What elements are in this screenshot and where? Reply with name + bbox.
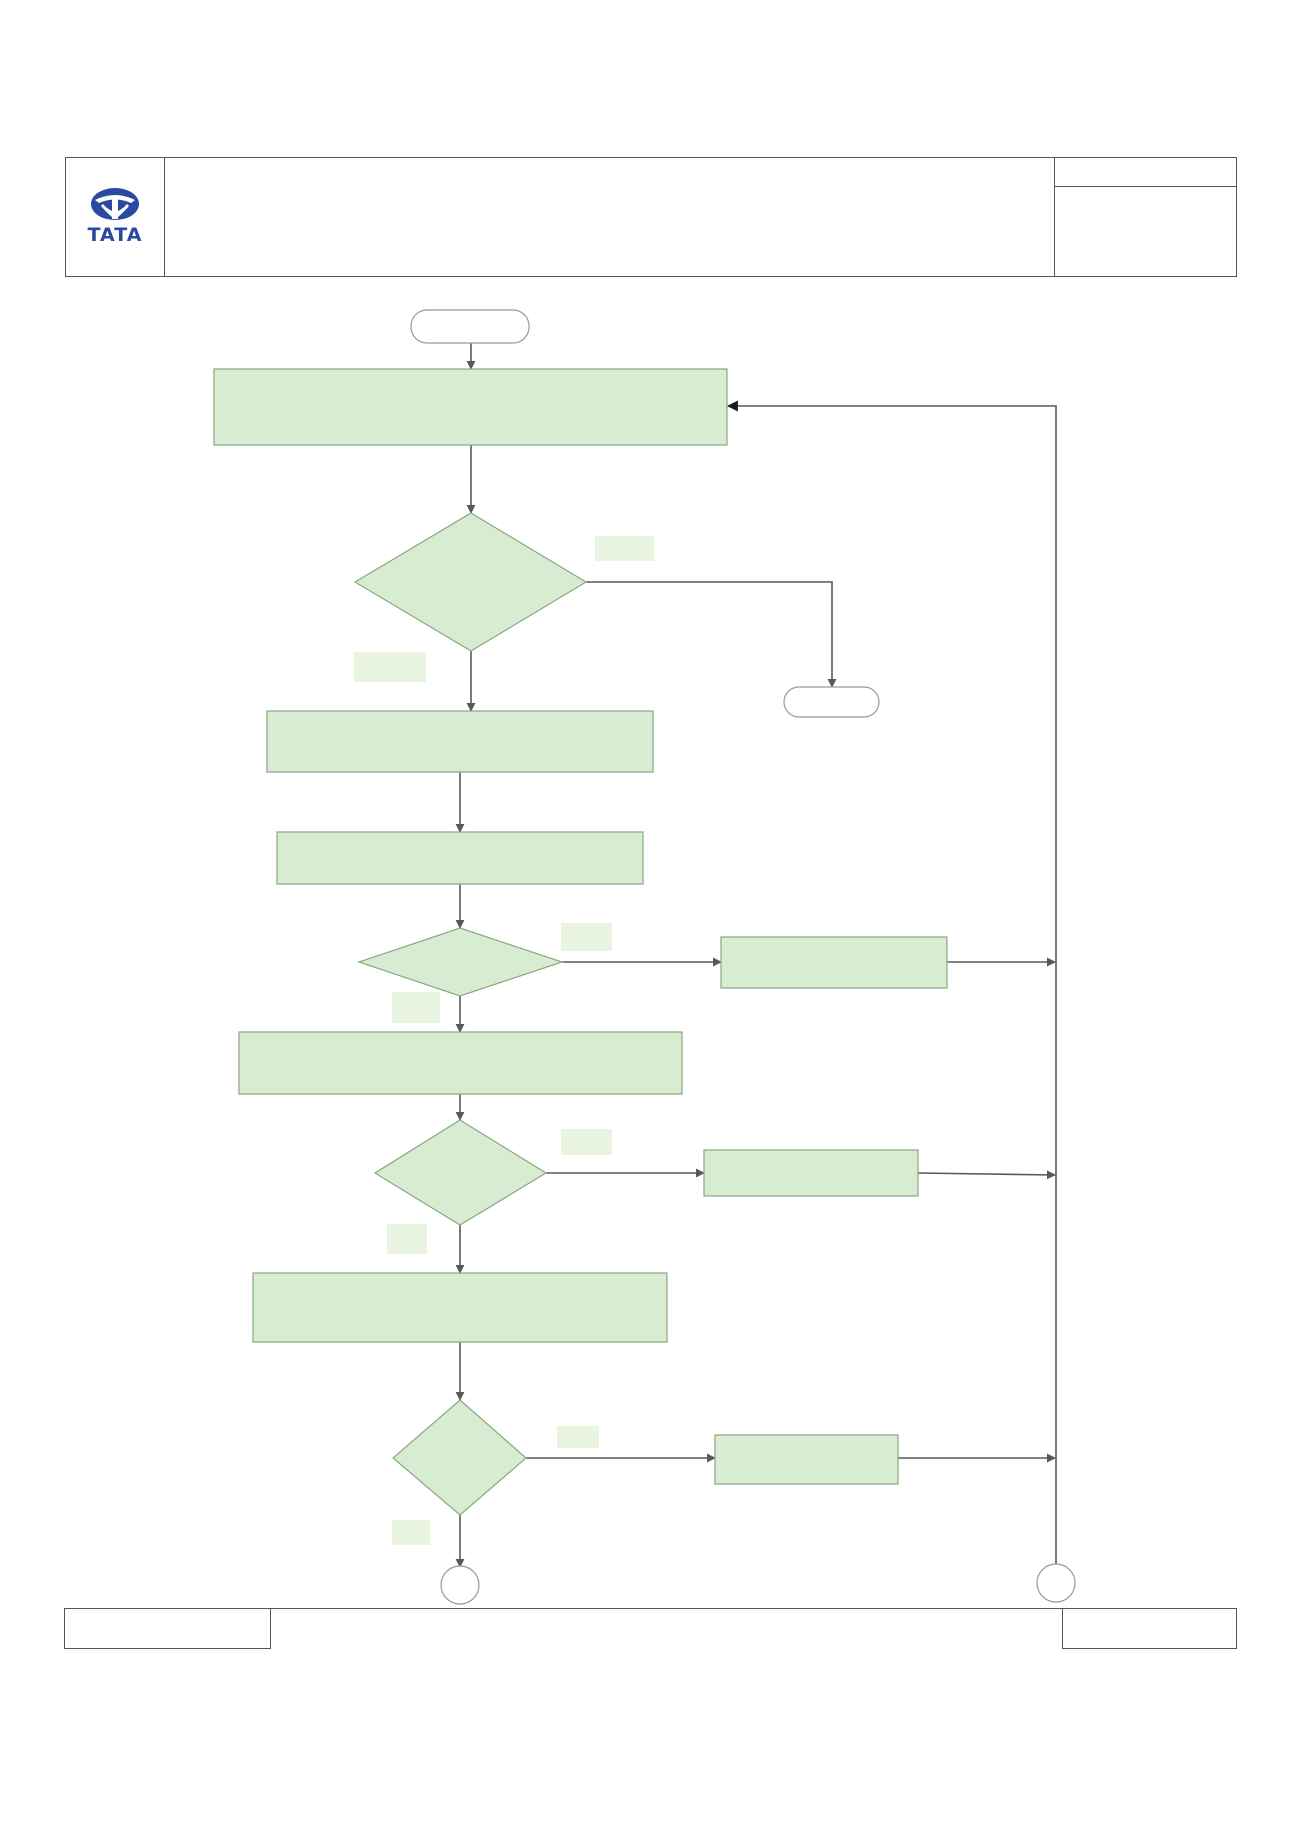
process-step-3 bbox=[276, 831, 644, 885]
footer-right-field bbox=[1062, 1608, 1237, 1649]
header-frame bbox=[65, 157, 1237, 277]
side-process-3 bbox=[703, 1149, 919, 1197]
edge-side3-loop bbox=[917, 1170, 1056, 1180]
label-box-d3-down bbox=[387, 1224, 427, 1254]
logo-cell: TATA bbox=[65, 157, 165, 277]
side-process-4 bbox=[714, 1434, 899, 1485]
connector-b bbox=[1036, 1563, 1076, 1603]
label-box-d4-right bbox=[557, 1426, 599, 1448]
footer-rule bbox=[271, 1608, 1062, 1609]
label-box-d1-right bbox=[595, 536, 654, 561]
label-box-d1-down bbox=[354, 652, 426, 682]
process-step-1 bbox=[213, 368, 728, 446]
decision-2 bbox=[357, 927, 564, 997]
logo-wordmark: TATA bbox=[88, 224, 143, 246]
process-step-5 bbox=[252, 1272, 668, 1343]
meta-cell bbox=[1054, 157, 1237, 277]
start-terminal bbox=[410, 309, 530, 344]
label-box-d2-right bbox=[561, 923, 612, 951]
label-box-d3-right bbox=[561, 1129, 612, 1155]
label-box-d2-down bbox=[392, 992, 440, 1023]
connector-a bbox=[440, 1565, 480, 1605]
meta-top-field bbox=[1054, 157, 1237, 187]
decision-1 bbox=[353, 512, 588, 652]
edge-loop-return bbox=[726, 400, 1057, 1565]
process-step-2 bbox=[266, 710, 654, 773]
side-process-2 bbox=[720, 936, 948, 989]
process-step-4 bbox=[238, 1031, 683, 1095]
tata-logo: TATA bbox=[88, 188, 143, 246]
label-box-d4-down bbox=[392, 1520, 430, 1545]
footer-left-field bbox=[64, 1608, 271, 1649]
edge-decision1-end bbox=[586, 581, 837, 688]
end-terminal bbox=[783, 686, 880, 718]
decision-3 bbox=[373, 1119, 548, 1226]
decision-4 bbox=[392, 1399, 527, 1516]
edges bbox=[455, 343, 1057, 1568]
